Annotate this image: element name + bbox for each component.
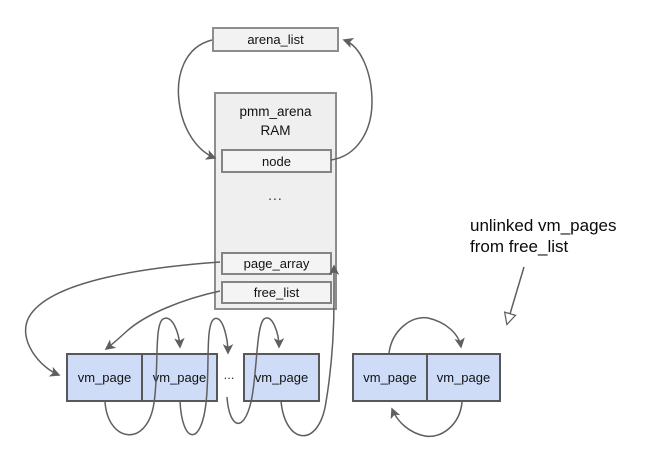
arrow-arena-list-to-node <box>177 39 217 160</box>
arrow-unlinked-page-1-to-page-2 <box>388 316 465 354</box>
unlinked-vm-page-box-1: vm_page <box>352 353 428 402</box>
node-label: node <box>262 153 291 169</box>
vm-page-box-2: vm_page <box>141 353 218 402</box>
annotation-text: unlinked vm_pages from free_list <box>470 215 616 257</box>
vm-page-label: vm_page <box>152 370 207 385</box>
annotation-line-2: from free_list <box>470 237 569 256</box>
node-box: node <box>221 149 332 173</box>
arena-list-label: arena_list <box>247 32 304 47</box>
page-array-box: page_array <box>221 252 332 275</box>
arrow-unlinked-page-2-to-page-1 <box>390 401 463 438</box>
vm-page-label: vm_page <box>436 370 491 385</box>
unlinked-vm-page-box-2: vm_page <box>426 353 501 402</box>
free-list-box: free_list <box>221 281 332 304</box>
pages-ellipsis: ... <box>223 367 235 382</box>
pmm-arena-subtitle: RAM <box>260 123 291 138</box>
vm-page-label: vm_page <box>363 370 417 385</box>
arrow-node-to-arena-list <box>330 38 373 161</box>
vm-page-box-1: vm_page <box>66 353 143 402</box>
arena-list-box: arena_list <box>212 27 339 52</box>
vm-page-box-3: vm_page <box>243 353 320 402</box>
annotation-line-1: unlinked vm_pages <box>470 216 617 235</box>
free-list-label: free_list <box>253 285 300 300</box>
pmm-arena-box: pmm_arena RAM node ... page_array free_l… <box>214 92 337 310</box>
annotation-pointer-arrow <box>507 266 525 324</box>
vm-page-label: vm_page <box>77 370 132 385</box>
page-array-label: page_array <box>243 256 310 271</box>
pmm-arena-title: pmm_arena <box>239 104 312 119</box>
vm-page-label: vm_page <box>254 370 309 385</box>
arrow-free-list-to-vm-page-1 <box>104 290 221 350</box>
arena-ellipsis: ... <box>268 187 283 203</box>
